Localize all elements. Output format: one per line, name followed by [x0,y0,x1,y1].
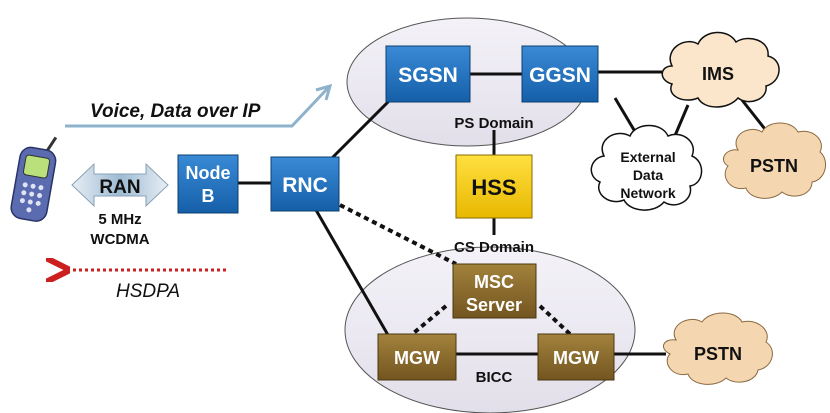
rnc-label: RNC [282,174,328,197]
hsdpa-label: HSDPA [116,281,180,302]
sgsn-label: SGSN [398,64,458,87]
ext-net-label-line3: Network [620,185,675,201]
pstn-top-label: PSTN [750,156,798,176]
ps-domain-label: PS Domain [454,115,533,132]
link-rnc-sgsn [328,93,397,162]
hss-box [455,154,533,219]
mhz-label: 5 MHz [98,211,141,228]
link-msc-mgw-left-dotted [408,304,448,338]
mgw-left-box [377,333,457,381]
msc-server-box [452,263,537,319]
link-rnc-mgw-left [314,209,394,343]
wcdma-label: WCDMA [90,231,149,248]
pstn-bottom-cloud-icon [662,312,773,385]
mgw-right-label: MGW [553,348,599,368]
dotted-links [339,203,574,338]
ran-double-arrow [71,162,169,208]
link-ims-extnet [672,104,690,139]
ims-label: IMS [702,64,734,84]
rnc-box [270,156,340,212]
ext-net-label-line1: External [620,149,675,165]
cs-domain-label: CS Domain [454,239,534,256]
voice-data-label: Voice, Data over IP [90,101,261,122]
hss-label: HSS [471,175,516,200]
mgw-left-label: MGW [394,348,440,368]
msc-label-line1: MSC [474,272,514,292]
node-b-box [177,154,239,214]
ims-cloud-icon [661,31,780,108]
link-rnc-msc-dotted [339,203,457,266]
link-msc-mgw-right-dotted [538,304,574,338]
ran-label: RAN [99,177,140,198]
mgw-right-box [537,333,615,381]
external-network-cloud-icon [590,124,703,211]
bicc-label: BICC [476,369,513,386]
node-b-label-line2: B [202,186,215,206]
sgsn-box [385,45,471,103]
ggsn-box [521,45,599,103]
ext-net-label-line2: Data [633,167,664,183]
mobile-phone-icon [10,136,58,222]
ggsn-label: GGSN [529,64,591,87]
voice-data-arrow [65,86,330,128]
voice-arrow-head [315,83,333,101]
pstn-top-cloud-icon [723,122,827,199]
msc-label-line2: Server [466,295,522,315]
node-b-label-line1: Node [186,163,231,183]
pstn-bottom-label: PSTN [694,344,742,364]
